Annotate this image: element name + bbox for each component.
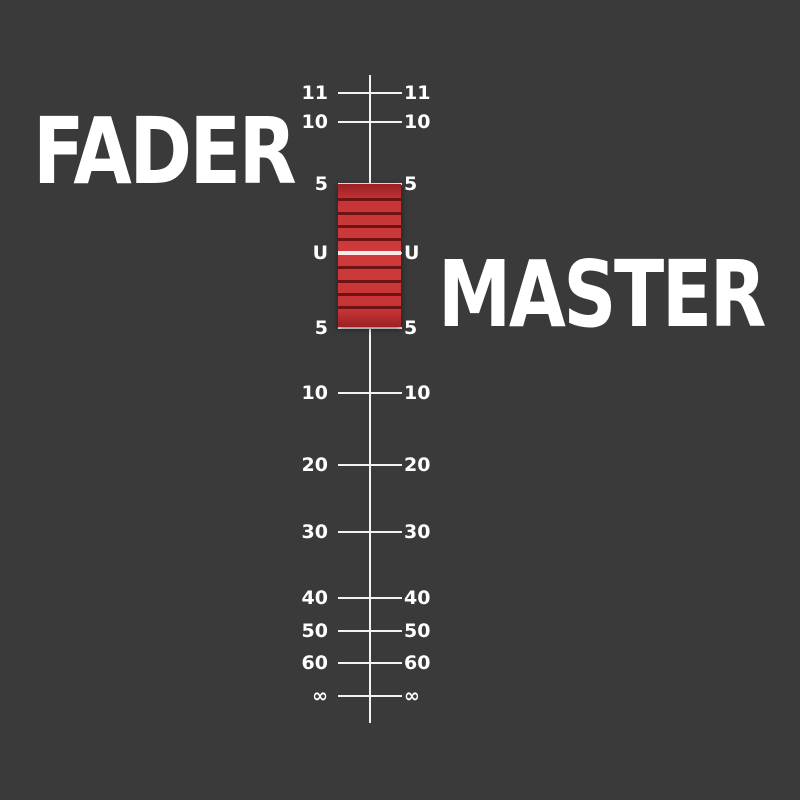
scale-label-right: ∞ (404, 685, 420, 707)
fader-knob[interactable] (338, 184, 401, 327)
knob-groove (338, 266, 401, 269)
knob-indicator-line (338, 251, 401, 255)
knob-groove (338, 280, 401, 283)
scale-label-right: U (404, 242, 420, 264)
scale-label-left: 11 (301, 82, 328, 104)
scale-tick (338, 695, 402, 697)
knob-groove (338, 212, 401, 215)
scale-label-left: 10 (301, 382, 328, 404)
scale-label-right: 10 (404, 111, 431, 133)
scale-label-left: 40 (301, 587, 328, 609)
scale-tick (338, 630, 402, 632)
scale-label-right: 60 (404, 652, 431, 674)
scale-tick (338, 464, 402, 466)
knob-groove (338, 306, 401, 309)
scale-label-left: U (312, 242, 328, 264)
scale-label-right: 5 (404, 317, 418, 339)
scale-label-right: 40 (404, 587, 431, 609)
scale-label-left: 5 (314, 173, 328, 195)
scale-label-right: 50 (404, 620, 431, 642)
scale-tick (338, 531, 402, 533)
scale-label-right: 10 (404, 382, 431, 404)
scale-label-right: 30 (404, 521, 431, 543)
scale-tick (338, 662, 402, 664)
knob-groove (338, 293, 401, 296)
scale-label-left: 20 (301, 454, 328, 476)
scale-label-right: 11 (404, 82, 431, 104)
scale-label-right: 20 (404, 454, 431, 476)
knob-groove (338, 238, 401, 241)
scale-label-right: 5 (404, 173, 418, 195)
scale-label-left: ∞ (312, 685, 328, 707)
scale-label-left: 10 (301, 111, 328, 133)
scale-label-left: 50 (301, 620, 328, 642)
scale-tick (338, 392, 402, 394)
fader-track (369, 75, 371, 723)
knob-groove (338, 225, 401, 228)
scale-label-left: 5 (314, 317, 328, 339)
scale-tick (338, 327, 402, 329)
scale-label-left: 60 (301, 652, 328, 674)
knob-groove (338, 198, 401, 201)
scale-label-left: 30 (301, 521, 328, 543)
title-master: MASTER (438, 241, 766, 348)
scale-tick (338, 597, 402, 599)
scale-tick (338, 92, 402, 94)
scale-tick (338, 121, 402, 123)
title-fader: FADER (33, 98, 297, 205)
